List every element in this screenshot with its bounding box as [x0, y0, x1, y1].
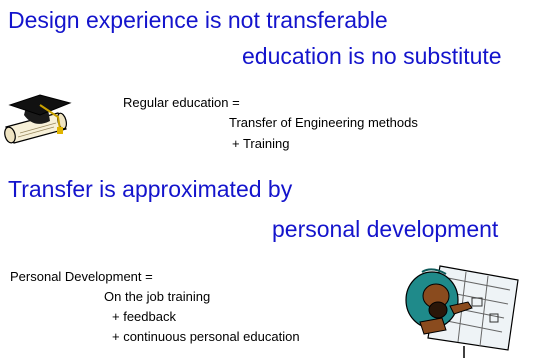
transfer-engineering-methods: Transfer of Engineering methods: [229, 115, 418, 130]
drafting-person-icon: [405, 265, 519, 358]
heading-education-substitute: education is no substitute: [242, 43, 502, 69]
regular-education-label: Regular education =: [123, 95, 240, 110]
on-the-job-training: On the job training: [104, 289, 211, 304]
plus-continuous-education: + continuous personal education: [112, 329, 300, 344]
person-figure: [405, 268, 473, 335]
plus-training: + Training: [232, 136, 290, 151]
plus-feedback: + feedback: [112, 309, 176, 324]
heading-design-experience: Design experience is not transferable: [8, 7, 388, 33]
heading-transfer-approximated: Transfer is approximated by: [8, 176, 293, 202]
graduation-cap-icon: [4, 94, 72, 144]
mortarboard: [8, 94, 72, 134]
heading-personal-development: personal development: [272, 216, 499, 242]
personal-development-label: Personal Development =: [10, 269, 153, 284]
